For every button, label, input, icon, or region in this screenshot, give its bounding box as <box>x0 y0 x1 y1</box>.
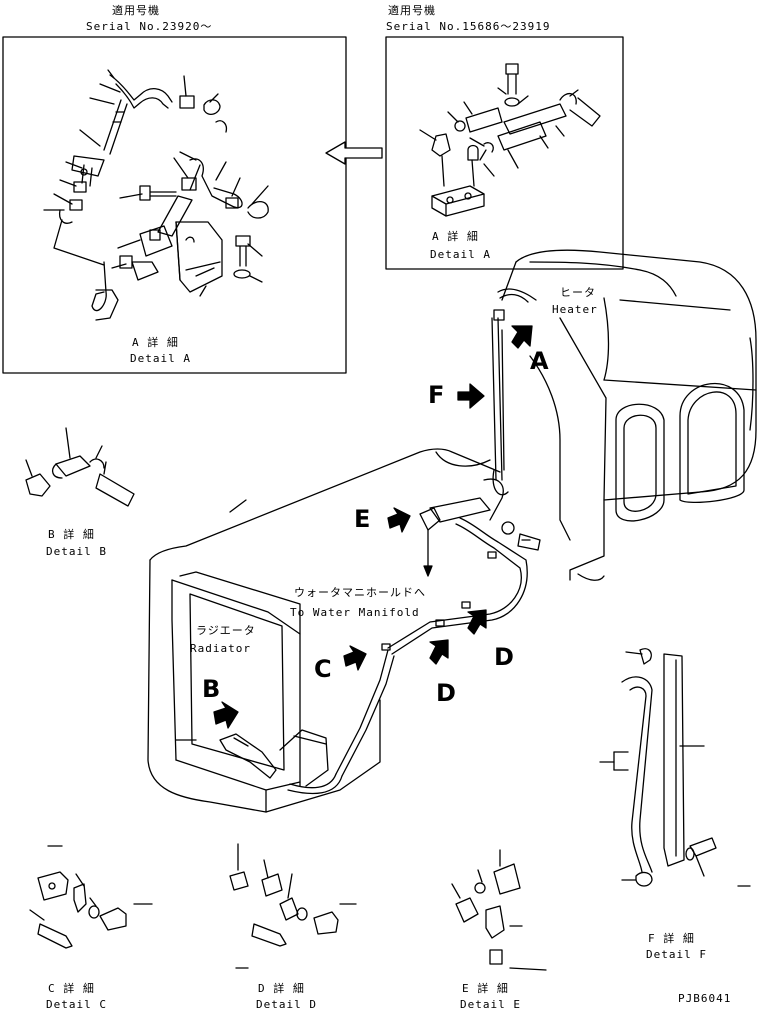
detail-a-old-parts <box>419 63 601 217</box>
inset-frame-left <box>2 36 347 374</box>
radiator-and-body <box>147 448 501 813</box>
callout-d-upper: D <box>494 643 514 671</box>
radiator-label-jp: ラジエータ <box>196 624 256 637</box>
cab-outline <box>501 249 757 581</box>
inset-right-detail-jp: A 詳 細 <box>432 230 479 243</box>
heater-label-jp: ヒータ <box>560 286 596 299</box>
detail-d-parts <box>229 843 357 969</box>
inset-left-applicable-label: 適用号機 <box>112 4 160 17</box>
detail-f-label-jp: F 詳 細 <box>648 932 695 945</box>
heater-label-en: Heater <box>552 303 598 316</box>
callout-b: B <box>202 675 221 703</box>
detail-c-parts <box>29 845 153 949</box>
inset-frame-right <box>385 36 624 270</box>
manifold-label-en: To Water Manifold <box>290 606 420 619</box>
detail-a-new-parts <box>43 69 269 321</box>
inset-pointer-arrow <box>325 141 383 165</box>
manifold-label-jp: ウォータマニホールドへ <box>294 586 426 599</box>
detail-c-label-jp: C 詳 細 <box>48 982 95 995</box>
callout-e: E <box>354 505 371 533</box>
callout-arrows <box>213 325 533 729</box>
detail-e-label-jp: E 詳 細 <box>462 982 509 995</box>
hose-route <box>219 288 541 795</box>
inset-left-serial-label: Serial No.23920～ <box>86 20 213 33</box>
detail-f-parts <box>599 648 751 887</box>
detail-d-label-en: Detail D <box>256 998 317 1011</box>
inset-right-serial-label: Serial No.15686～23919 <box>386 20 551 33</box>
detail-f-label-en: Detail F <box>646 948 707 961</box>
drawing-code: PJB6041 <box>678 992 732 1005</box>
detail-d-label-jp: D 詳 細 <box>258 982 305 995</box>
radiator-label-en: Radiator <box>190 642 251 655</box>
detail-b-parts <box>25 427 135 507</box>
detail-e-label-en: Detail E <box>460 998 521 1011</box>
detail-b-label-jp: B 詳 細 <box>48 528 95 541</box>
detail-b-label-en: Detail B <box>46 545 107 558</box>
inset-right-detail-en: Detail A <box>430 248 491 261</box>
callout-f: F <box>428 381 445 409</box>
callout-c: C <box>314 655 332 683</box>
detail-c-label-en: Detail C <box>46 998 107 1011</box>
inset-right-applicable-label: 適用号機 <box>388 4 436 17</box>
inset-left-detail-en: Detail A <box>130 352 191 365</box>
callout-d-lower: D <box>436 679 456 707</box>
callout-a: A <box>530 347 549 375</box>
inset-left-detail-jp: A 詳 細 <box>132 336 179 349</box>
detail-e-parts <box>451 849 547 971</box>
